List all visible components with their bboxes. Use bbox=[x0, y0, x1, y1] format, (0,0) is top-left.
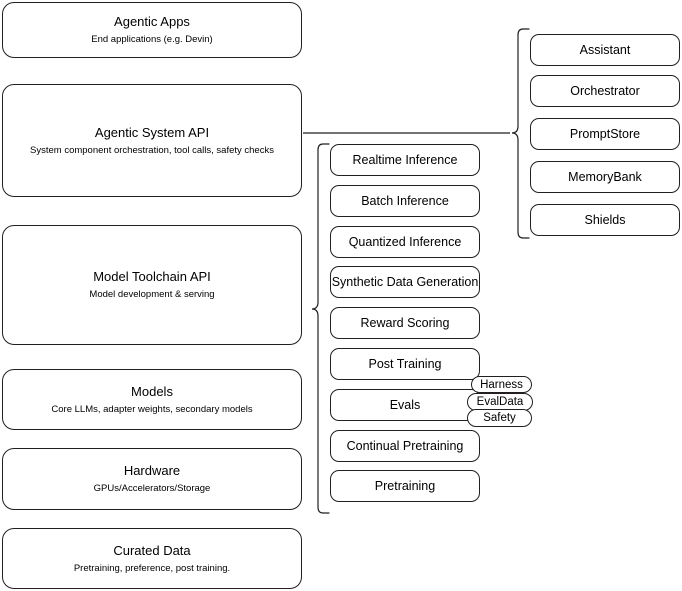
toolchain-item-quantized-inference[interactable]: Quantized Inference bbox=[330, 226, 480, 258]
toolchain-item-batch-inference[interactable]: Batch Inference bbox=[330, 185, 480, 217]
toolchain-item-pretraining[interactable]: Pretraining bbox=[330, 470, 480, 502]
layer-box-hardware[interactable]: Hardware GPUs/Accelerators/Storage bbox=[2, 448, 302, 510]
agentic-item-memorybank[interactable]: MemoryBank bbox=[530, 161, 680, 193]
layer-box-model-toolchain-api[interactable]: Model Toolchain API Model development & … bbox=[2, 225, 302, 345]
layer-box-agentic-system-api[interactable]: Agentic System API System component orch… bbox=[2, 84, 302, 197]
layer-subtitle: GPUs/Accelerators/Storage bbox=[93, 483, 211, 494]
layer-subtitle: System component orchestration, tool cal… bbox=[30, 144, 274, 156]
layer-title: Curated Data bbox=[113, 542, 191, 558]
toolchain-item-synthetic-data-generation[interactable]: Synthetic Data Generation bbox=[330, 266, 480, 298]
agentic-item-orchestrator[interactable]: Orchestrator bbox=[530, 75, 680, 107]
evals-tag-safety[interactable]: Safety bbox=[467, 409, 532, 427]
layer-title: Hardware bbox=[123, 463, 181, 478]
evals-tag-harness[interactable]: Harness bbox=[471, 376, 532, 393]
agentic-item-promptstore[interactable]: PromptStore bbox=[530, 118, 680, 150]
layer-box-models[interactable]: Models Core LLMs, adapter weights, secon… bbox=[2, 369, 302, 430]
toolchain-item-evals[interactable]: Evals bbox=[330, 389, 480, 421]
layer-box-agentic-apps[interactable]: Agentic Apps End applications (e.g. Devi… bbox=[2, 2, 302, 58]
toolchain-item-realtime-inference[interactable]: Realtime Inference bbox=[330, 144, 480, 176]
layer-box-curated-data[interactable]: Curated Data Pretraining, preference, po… bbox=[2, 528, 302, 589]
toolchain-item-post-training[interactable]: Post Training bbox=[330, 348, 480, 380]
agentic-item-assistant[interactable]: Assistant bbox=[530, 34, 680, 66]
layer-subtitle: Model development & serving bbox=[89, 289, 215, 300]
layer-subtitle: End applications (e.g. Devin) bbox=[91, 34, 213, 45]
layer-title: Model Toolchain API bbox=[93, 269, 211, 284]
layer-title: Agentic System API bbox=[94, 124, 210, 140]
toolchain-item-reward-scoring[interactable]: Reward Scoring bbox=[330, 307, 480, 339]
layer-subtitle: Core LLMs, adapter weights, secondary mo… bbox=[51, 403, 253, 415]
layer-title: Models bbox=[131, 383, 173, 399]
layer-title: Agentic Apps bbox=[114, 14, 190, 29]
layer-subtitle: Pretraining, preference, post training. bbox=[73, 562, 231, 574]
agentic-item-shields[interactable]: Shields bbox=[530, 204, 680, 236]
toolchain-item-continual-pretraining[interactable]: Continual Pretraining bbox=[330, 430, 480, 462]
